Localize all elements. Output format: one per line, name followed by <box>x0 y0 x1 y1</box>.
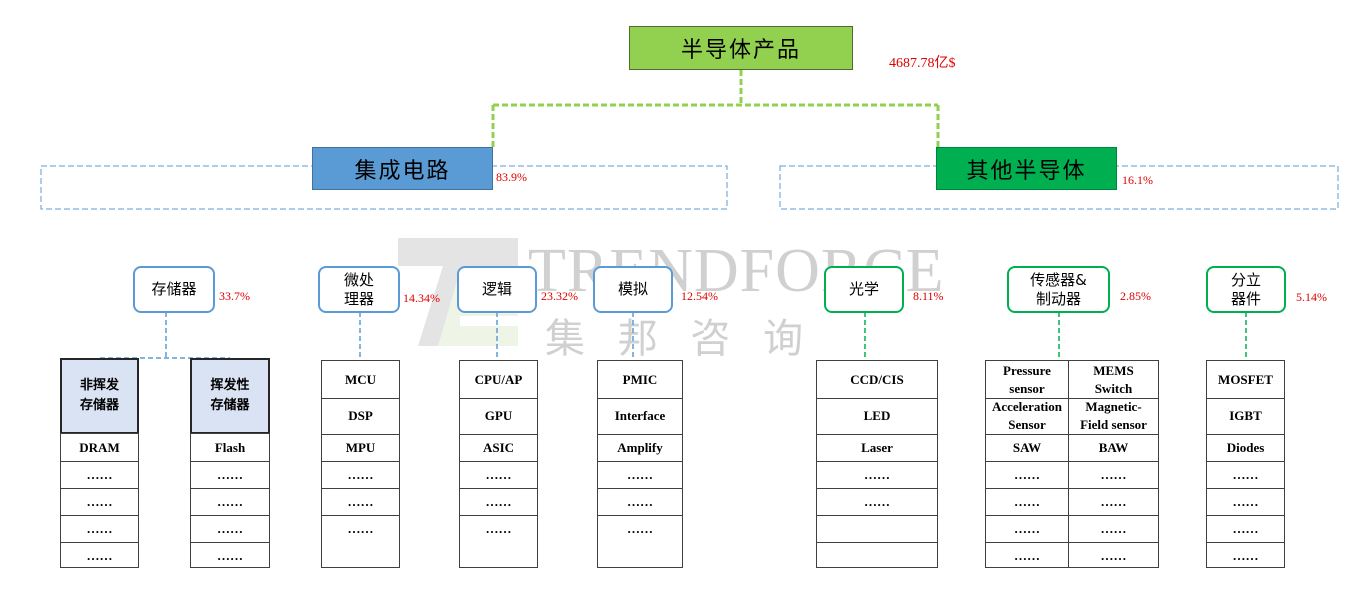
table-cell: GPU <box>460 398 537 435</box>
table-cell: Flash <box>191 434 269 462</box>
table-cell: Diodes <box>1207 434 1284 462</box>
watermark-cn: 集 邦 咨 询 <box>545 316 814 362</box>
category-logic: 逻辑 <box>457 266 537 313</box>
table-cell: CPU/AP <box>460 361 537 399</box>
table-cell <box>817 515 937 543</box>
category-discrete: 分立 器件 <box>1206 266 1286 313</box>
category-memory: 存储器 <box>133 266 215 313</box>
category-memory-label: 存储器 <box>151 280 197 298</box>
category-analog-label: 模拟 <box>617 280 648 298</box>
table-cell: ASIC <box>460 434 537 462</box>
table-cell: Laser <box>817 434 937 462</box>
table-cell: …… <box>627 520 653 536</box>
table-cell: …… <box>1014 547 1040 563</box>
table-cell: LED <box>817 398 937 435</box>
category-discrete-label: 分立 器件 <box>1230 270 1261 308</box>
table-cell: …… <box>322 461 399 489</box>
table-cell: PMIC <box>598 361 682 399</box>
table-cell: Amplify <box>598 434 682 462</box>
table-cell: …… <box>347 520 374 536</box>
category-analog: 模拟 <box>593 266 673 313</box>
category-sensor-label: 传感器& 制动器 <box>1030 270 1087 308</box>
table-cell: …… <box>1069 488 1158 516</box>
table-cell: …… <box>61 515 138 543</box>
table-cell: …… <box>986 515 1068 543</box>
table-cell: …… <box>1100 547 1127 563</box>
table-cell: …… <box>61 488 138 516</box>
table-cell: MCU <box>322 361 399 399</box>
category-microprocessor-label: 微处 理器 <box>343 270 374 308</box>
table-cell: Acceleration Sensor <box>986 398 1068 435</box>
category-sensor-pct: 2.85% <box>1120 289 1151 303</box>
category-optical: 光学 <box>824 266 904 313</box>
category-analog-pct: 12.54% <box>681 289 718 303</box>
integrated-circuit-box: 集成电路 <box>312 147 493 190</box>
table-cell: …… <box>986 461 1068 489</box>
table-cell: …… <box>485 520 512 536</box>
table-cell: SAW <box>986 434 1068 462</box>
category-logic-label: 逻辑 <box>481 280 512 298</box>
memory-right-table: Flash…………………… <box>190 433 270 568</box>
table-cell: MOSFET <box>1207 361 1284 399</box>
table-cell: DSP <box>322 398 399 435</box>
category-optical-label: 光学 <box>848 280 879 298</box>
category-sensor: 传感器& 制动器 <box>1007 266 1110 313</box>
table-cell: …… <box>1069 461 1158 489</box>
category-logic-pct: 23.32% <box>541 289 578 303</box>
table-cell: …… <box>460 488 537 516</box>
table-cell: …… <box>460 461 537 489</box>
category-discrete-pct: 5.14% <box>1296 290 1327 304</box>
table-cell: …… <box>191 488 269 516</box>
category-microprocessor: 微处 理器 <box>318 266 400 313</box>
table-cell: …… <box>1207 488 1284 516</box>
table-cell: DRAM <box>61 434 138 462</box>
table-cell: …… <box>322 488 399 516</box>
memory-left-table: DRAM…………………… <box>60 433 139 568</box>
table-cell: …… <box>1207 461 1284 489</box>
category-microprocessor-pct: 14.34% <box>403 291 440 305</box>
volatile-memory-head: 挥发性 存储器 <box>190 358 270 434</box>
table-cell: Interface <box>598 398 682 435</box>
table-cell: …… <box>598 461 682 489</box>
table-cell <box>817 542 937 569</box>
table-cell: …… <box>1207 515 1284 543</box>
other-percent: 16.1% <box>1122 173 1153 187</box>
ic-percent: 83.9% <box>496 170 527 184</box>
table-cell: CCD/CIS <box>817 361 937 399</box>
table-cell: MEMS Switch <box>1069 361 1158 399</box>
table-cell: Pressure sensor <box>986 361 1068 399</box>
table-cell: …… <box>986 488 1068 516</box>
semiconductor-products-box: 半导体产品 <box>629 26 853 70</box>
table-cell: BAW <box>1069 434 1158 462</box>
table-cell: …… <box>1232 547 1259 563</box>
table-cell: …… <box>191 515 269 543</box>
table-cell: …… <box>61 461 138 489</box>
table-cell: MPU <box>322 434 399 462</box>
category-optical-pct: 8.11% <box>913 289 944 303</box>
table-cell: …… <box>217 547 243 563</box>
table-cell: …… <box>1069 515 1158 543</box>
table-cell: …… <box>86 547 113 563</box>
table-cell: …… <box>598 488 682 516</box>
total-value: 4687.78亿$ <box>889 56 956 71</box>
table-cell: …… <box>191 461 269 489</box>
table-cell: Magnetic- Field sensor <box>1069 398 1158 435</box>
category-memory-pct: 33.7% <box>219 289 250 303</box>
table-cell: …… <box>817 488 937 516</box>
table-cell: …… <box>817 461 937 489</box>
table-cell: IGBT <box>1207 398 1284 435</box>
nonvolatile-memory-head: 非挥发 存储器 <box>60 358 139 434</box>
other-semiconductor-box: 其他半导体 <box>936 147 1117 190</box>
